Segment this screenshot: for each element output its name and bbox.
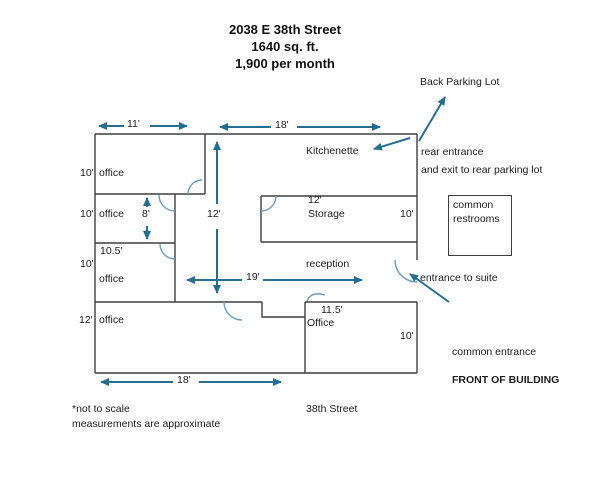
reception-label: reception: [306, 258, 350, 270]
listing-area: 1640 sq. ft.: [251, 39, 319, 54]
dim-interior-height: 12': [207, 208, 221, 220]
door-arc-office3: [159, 243, 176, 260]
office2-height: 10': [80, 208, 94, 220]
listing-header: 2038 E 38th Street 1640 sq. ft. 1,900 pe…: [145, 21, 425, 72]
street-label: 38th Street: [306, 403, 358, 415]
wall-offices-left: [95, 194, 176, 302]
arrow-suite-entrance: [409, 273, 450, 303]
wall-office1: [95, 134, 206, 195]
door-arc-office2: [158, 194, 176, 212]
dim-reception-width: 19': [246, 271, 260, 283]
arrow-back-parking: [418, 96, 446, 142]
office4-label: office: [99, 314, 124, 326]
door-arc-suite-entrance: [394, 259, 418, 283]
footnote-line2: measurements are approximate: [72, 418, 221, 430]
front-of-building-label: FRONT OF BUILDING: [452, 374, 560, 386]
building-walls: [94, 133, 418, 374]
door-arcs: [158, 179, 418, 321]
door-arc-storage: [260, 195, 277, 212]
dim-top-right: 18': [275, 119, 289, 131]
office3-label: office: [99, 273, 124, 285]
dim-top-left: 11': [127, 118, 140, 130]
wall-storage: [260, 195, 417, 243]
door-arc-office1: [187, 179, 203, 195]
restrooms-line2: restrooms: [453, 213, 500, 225]
office1-height: 10': [80, 167, 94, 179]
kitchenette-label: Kitchenette: [306, 145, 359, 157]
door-arc-office4: [223, 301, 243, 321]
wall-bottom-offices: [95, 301, 417, 373]
dim-office2-height: 8': [142, 208, 150, 220]
listing-price: 1,900 per month: [235, 56, 335, 71]
restrooms-box: common restrooms: [448, 195, 512, 256]
entrance-arrows: [373, 96, 450, 303]
door-arc-office5: [306, 293, 326, 302]
office4-height: 12': [79, 314, 93, 326]
rear-entrance-line1: rear entrance: [421, 146, 484, 158]
arrow-rear-entrance: [373, 137, 411, 151]
restrooms-line1: common: [453, 199, 494, 211]
back-parking-lot-label: Back Parking Lot: [420, 76, 500, 88]
office5-height: 10': [400, 330, 414, 342]
office5-label: Office: [307, 317, 335, 329]
office3-height: 10': [80, 258, 94, 270]
storage-label: Storage: [308, 208, 345, 220]
listing-address: 2038 E 38th Street: [228, 22, 341, 37]
common-entrance-label: common entrance: [452, 346, 537, 358]
dimension-arrows: [98, 122, 381, 386]
office2-label: office: [99, 208, 124, 220]
wall-exterior: [94, 133, 418, 374]
rear-entrance-line2: and exit to rear parking lot: [421, 164, 543, 176]
dim-bottom-width: 18': [177, 374, 191, 386]
footnote-line1: *not to scale: [72, 403, 130, 415]
storage-height: 10': [400, 208, 414, 220]
office3-width: 10.5': [100, 245, 123, 257]
office5-width: 11.5': [321, 304, 343, 316]
entrance-to-suite-label: entrance to suite: [420, 272, 498, 284]
storage-width: 12': [308, 194, 322, 206]
office1-label: office: [99, 167, 124, 179]
